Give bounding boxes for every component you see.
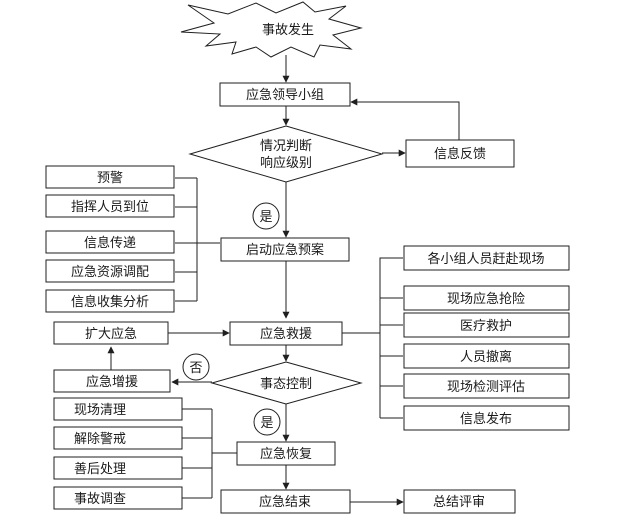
- info-release-box: 信息发布: [403, 405, 570, 431]
- yes-circle-1: 是: [252, 202, 280, 230]
- site-clean-label: 现场清理: [74, 402, 126, 417]
- summary-label: 总结评审: [433, 494, 485, 509]
- site-monitor-label: 现场检测评估: [447, 379, 525, 394]
- plan-label: 启动应急预案: [246, 242, 324, 257]
- medical-box: 医疗救护: [403, 312, 570, 338]
- start-node: 事故发生: [180, 1, 363, 58]
- feedback-label: 信息反馈: [434, 146, 486, 161]
- medical-label: 医疗救护: [460, 318, 512, 333]
- evacuate-box: 人员撤离: [403, 343, 570, 369]
- rescue-label: 应急救援: [260, 326, 312, 341]
- command-box: 指挥人员到位: [45, 194, 175, 218]
- investigate-label: 事故调查: [74, 491, 126, 506]
- connectors: [107, 55, 460, 506]
- end-box: 应急结束: [220, 489, 351, 514]
- end-label: 应急结束: [259, 494, 311, 509]
- recover-label: 应急恢复: [260, 446, 312, 461]
- evacuate-label: 人员撤离: [460, 349, 512, 364]
- control-label: 事态控制: [260, 376, 312, 391]
- expand-box: 扩大应急: [53, 321, 169, 345]
- expand-label: 扩大应急: [85, 326, 137, 341]
- summary-box: 总结评审: [403, 489, 516, 514]
- site-clean-box: 现场清理: [53, 397, 183, 421]
- yes-label-1: 是: [259, 209, 272, 224]
- info-pass-box: 信息传递: [45, 230, 175, 254]
- leader-group-label: 应急领导小组: [246, 87, 324, 102]
- info-collect-label: 信息收集分析: [71, 294, 149, 309]
- feedback-box: 信息反馈: [405, 139, 515, 168]
- escalate-label: 应急增援: [86, 374, 138, 389]
- lift-alert-label: 解除警戒: [74, 431, 126, 446]
- start-label: 事故发生: [262, 22, 314, 37]
- aftermath-label: 善后处理: [74, 461, 126, 476]
- aftermath-box: 善后处理: [53, 456, 183, 480]
- plan-box: 启动应急预案: [220, 237, 350, 262]
- info-pass-label: 信息传递: [84, 235, 136, 250]
- command-label: 指挥人员到位: [71, 199, 149, 214]
- recover-box: 应急恢复: [236, 441, 336, 466]
- resource-box: 应急资源调配: [45, 259, 175, 283]
- site-rescue-label: 现场应急抢险: [447, 291, 525, 306]
- judge-diamond: 情况判断 响应级别: [188, 125, 384, 183]
- escalate-box: 应急增援: [53, 369, 171, 393]
- teams-to-site-label: 各小组人员赶赴现场: [427, 251, 544, 266]
- warn-box: 预警: [45, 165, 175, 189]
- judge-label-line1: 情况判断: [260, 138, 312, 153]
- resource-label: 应急资源调配: [71, 264, 149, 279]
- info-release-label: 信息发布: [460, 411, 512, 426]
- site-monitor-box: 现场检测评估: [403, 373, 570, 399]
- site-rescue-box: 现场应急抢险: [403, 285, 570, 311]
- rescue-box: 应急救援: [229, 321, 343, 346]
- control-diamond: 事态控制: [210, 361, 363, 405]
- lift-alert-box: 解除警戒: [53, 426, 183, 450]
- no-label: 否: [189, 360, 202, 375]
- warn-label: 预警: [97, 170, 123, 185]
- leader-group-box: 应急领导小组: [219, 82, 351, 107]
- teams-to-site-box: 各小组人员赶赴现场: [403, 245, 570, 271]
- yes-label-2: 是: [260, 415, 273, 430]
- yes-circle-2: 是: [253, 408, 281, 436]
- judge-label-line2: 响应级别: [260, 155, 312, 170]
- investigate-box: 事故调查: [53, 486, 183, 510]
- info-collect-box: 信息收集分析: [45, 289, 175, 313]
- no-circle: 否: [182, 353, 210, 381]
